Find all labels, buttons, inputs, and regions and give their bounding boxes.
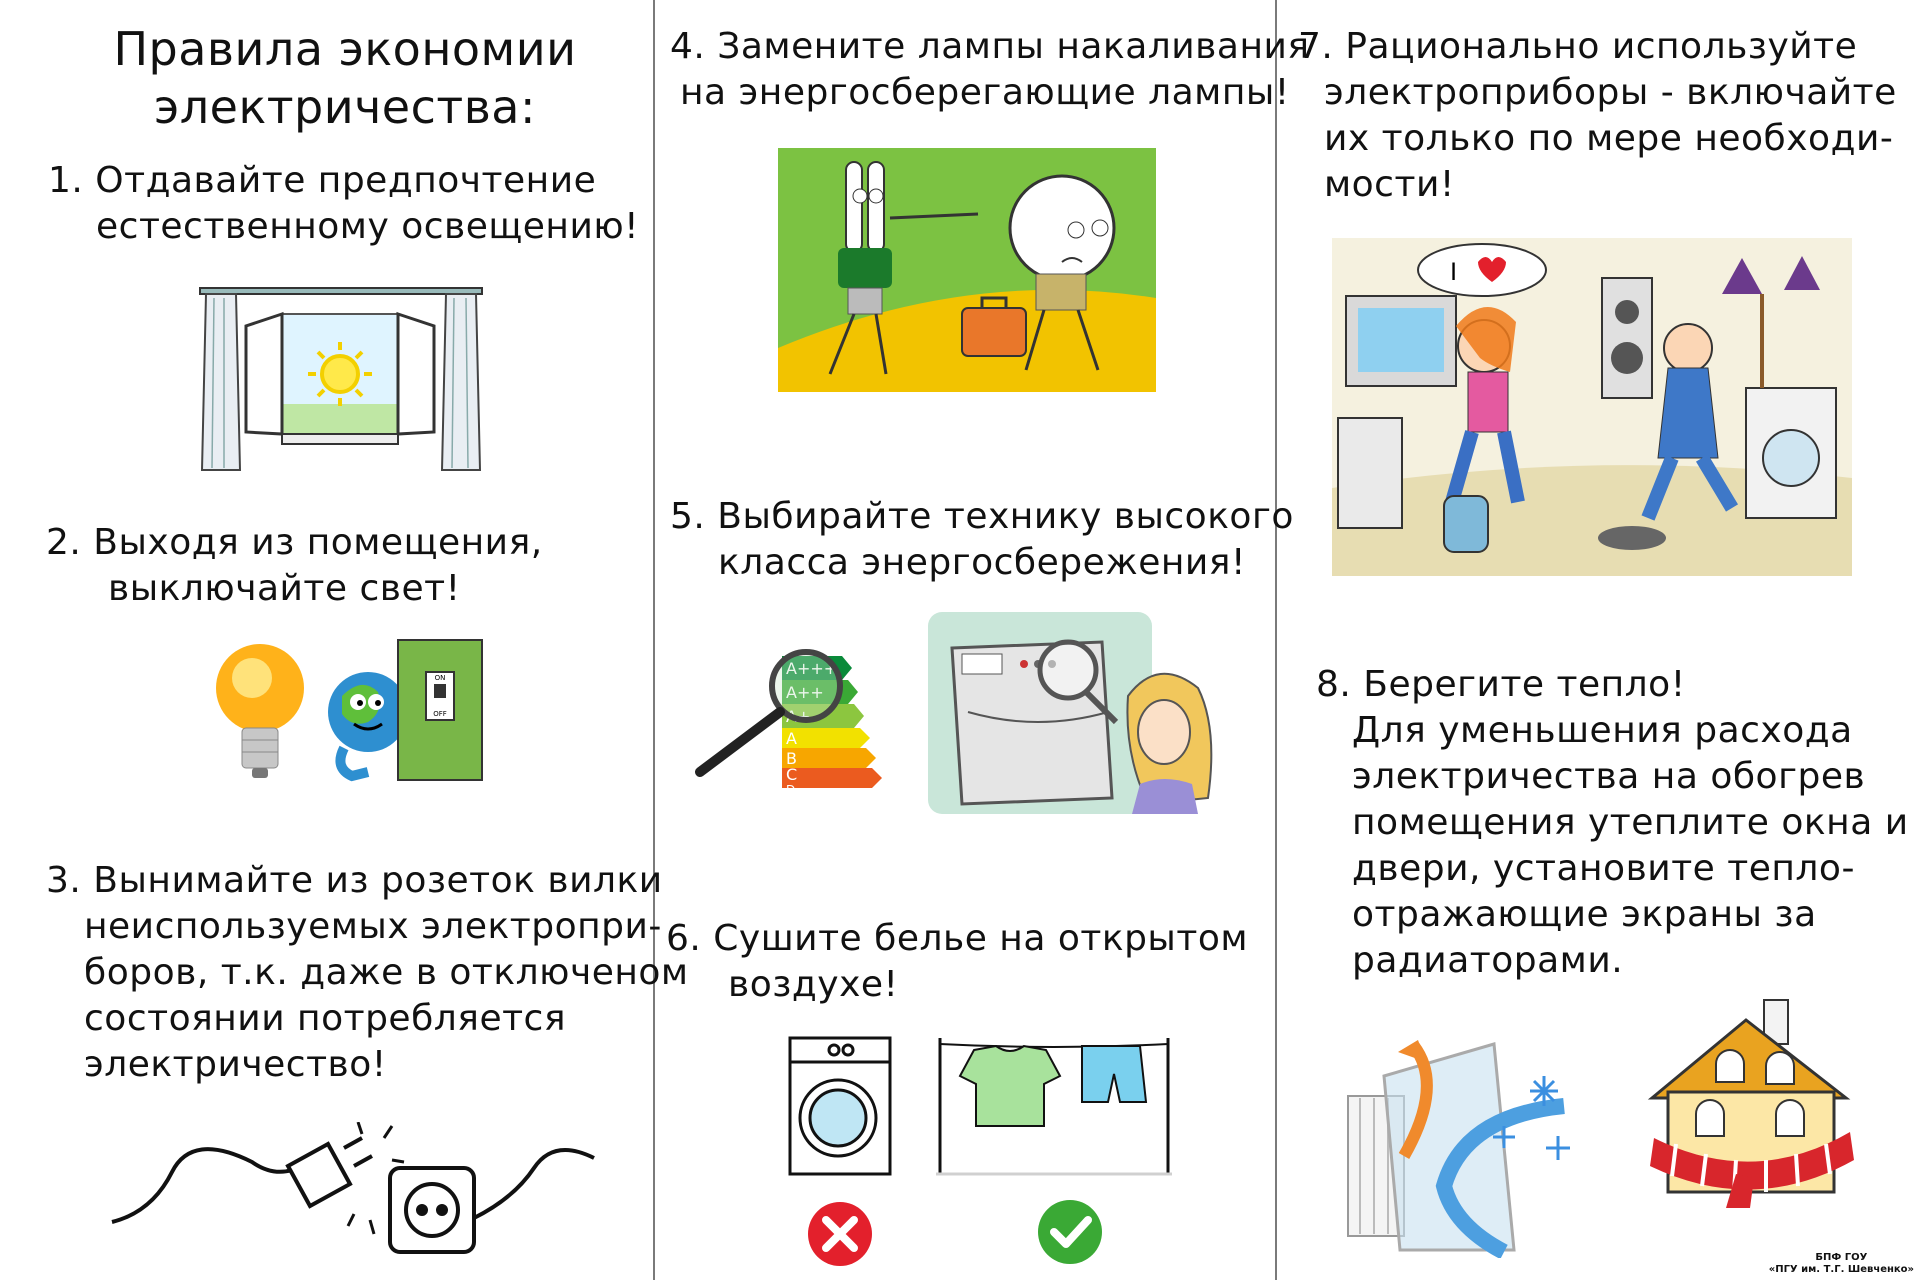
bulb-and-switch-illustration: ON OFF xyxy=(216,639,483,782)
energy-class-5: C xyxy=(786,765,797,784)
energy-class-0: A+++ xyxy=(786,659,837,678)
rule-2-line-1: 2. Выходя из помещения, xyxy=(46,522,543,563)
rule-8-line-4: помещения утеплите окна и xyxy=(1352,802,1909,843)
cross-icon xyxy=(808,1202,872,1266)
rule-8-text: 8. Берегите тепло! Для уменьшения расход… xyxy=(1316,662,1909,984)
rule-1-line-1: 1. Отдавайте предпочтение xyxy=(48,160,597,201)
wall-switch-icon: ON OFF xyxy=(397,639,483,781)
suitcase-icon xyxy=(961,296,1027,357)
rule-3-line-4: состоянии потребляется xyxy=(84,998,567,1039)
speaker-icon xyxy=(1601,277,1653,399)
rule-4-line-2: на энергосберегающие лампы! xyxy=(680,72,1290,113)
check-icon xyxy=(1038,1200,1102,1264)
globe-character-icon xyxy=(328,672,408,782)
rule-2-text: 2. Выходя из помещения, выключайте свет! xyxy=(46,520,543,612)
speech-bubble-icon: I xyxy=(1417,243,1547,297)
rule-8-line-6: отражающие экраны за xyxy=(1352,894,1817,935)
energy-class-4: B xyxy=(786,749,797,768)
cold-arrow-icon xyxy=(1435,1098,1565,1258)
magnifier-icon xyxy=(695,649,843,777)
rule-5-line-2: класса энергосбережения! xyxy=(718,542,1246,583)
rule-7-text: 7. Рационально используйте электроприбор… xyxy=(1298,24,1897,208)
lamps-illustration xyxy=(778,148,1156,392)
rule-3-line-2: неиспользуемых электропри- xyxy=(84,906,662,947)
rule-1-line-2: естественному освещению! xyxy=(96,206,640,247)
plug-socket-illustration xyxy=(111,1122,595,1254)
page-title: Правила экономии электричества: xyxy=(80,20,610,136)
rule-4-line-1: 4. Замените лампы накаливания xyxy=(670,26,1310,67)
rule-5-line-1: 5. Выбирайте технику высокого xyxy=(670,496,1294,537)
sun-icon xyxy=(308,342,372,406)
heater-icon xyxy=(1443,495,1489,553)
switch-on-label: ON xyxy=(435,674,446,682)
footer-line-1: БПФ ГОУ xyxy=(1815,1252,1868,1263)
rule-6-text: 6. Сушите белье на открытом воздухе! xyxy=(666,916,1248,1008)
rule-1-text: 1. Отдавайте предпочтение естественному … xyxy=(48,158,639,250)
rule-8-line-7: радиаторами. xyxy=(1352,940,1624,981)
rule-3-line-1: 3. Вынимайте из розеток вилки xyxy=(46,860,663,901)
woman-character-icon xyxy=(1445,306,1525,504)
rule-3-line-3: боров, т.к. даже в отключеном xyxy=(84,952,689,993)
light-bulb-icon xyxy=(216,644,304,778)
tv-icon xyxy=(1345,295,1457,387)
wall-socket-icon xyxy=(388,1166,476,1254)
energy-class-label-illustration: A+++ A++ A+ A B C D xyxy=(695,649,882,796)
column-divider-2 xyxy=(1275,0,1277,1280)
girl-character-icon xyxy=(1126,672,1213,814)
column-divider-1 xyxy=(653,0,655,1280)
plug-icon xyxy=(285,1136,373,1209)
t-shirt-icon xyxy=(958,1044,1062,1127)
footer-line-2: «ПГУ им. Т.Г. Шевченко» xyxy=(1768,1264,1914,1275)
drying-comparison-illustration xyxy=(788,1036,1172,1266)
rule-6-line-1: 6. Сушите белье на открытом xyxy=(666,918,1249,959)
footer-credit: БПФ ГОУ «ПГУ им. Т.Г. Шевченко» xyxy=(1769,1252,1914,1276)
rule-7-line-4: мости! xyxy=(1324,164,1455,205)
rule-3-text: 3. Вынимайте из розеток вилки неиспользу… xyxy=(46,858,689,1088)
shorts-icon xyxy=(1081,1045,1148,1103)
lamp-icon xyxy=(1722,256,1820,388)
rule-8-line-3: электричества на обогрев xyxy=(1352,756,1866,797)
incandescent-lamp-icon xyxy=(1008,174,1116,371)
energy-saving-lamp-icon xyxy=(828,161,979,375)
rule-7-line-3: их только по мере необходи- xyxy=(1324,118,1894,159)
house-scarf-illustration xyxy=(1647,999,1854,1208)
robot-vacuum-icon xyxy=(1598,526,1666,550)
rule-4-text: 4. Замените лампы накаливания на энергос… xyxy=(670,24,1310,116)
title-line-1: Правила экономии xyxy=(113,22,577,76)
window-frame-icon xyxy=(1382,1042,1516,1252)
energy-class-3: A xyxy=(786,729,797,748)
energy-class-1: A++ xyxy=(786,683,824,702)
rule-8-line-2: Для уменьшения расхода xyxy=(1352,710,1853,751)
energy-class-6: D xyxy=(786,783,795,796)
title-line-2: электричества: xyxy=(154,80,536,134)
window-insulation-illustration xyxy=(1347,1040,1570,1258)
rule-3-line-5: электричество! xyxy=(84,1044,387,1085)
scarf-icon xyxy=(1650,1132,1854,1208)
speech-bubble-letter: I xyxy=(1450,258,1457,286)
snowflake-icon xyxy=(1493,1076,1570,1160)
switch-off-label: OFF xyxy=(433,710,447,718)
rule-7-line-1: 7. Рационально используйте xyxy=(1298,26,1858,67)
window-sun-illustration xyxy=(199,287,483,471)
appliance-inspection-illustration xyxy=(928,612,1213,814)
man-character-icon xyxy=(1641,323,1739,521)
appliances-chaos-illustration: I xyxy=(1332,238,1852,576)
fridge-icon xyxy=(1337,417,1403,529)
rule-5-text: 5. Выбирайте технику высокого класса эне… xyxy=(670,494,1294,586)
tumble-dryer-icon xyxy=(788,1036,892,1176)
rule-8-line-5: двери, установите тепло- xyxy=(1352,848,1855,889)
rule-8-line-1: 8. Берегите тепло! xyxy=(1316,664,1686,705)
rule-2-line-2: выключайте свет! xyxy=(108,568,461,609)
rule-6-line-2: воздухе! xyxy=(728,964,899,1005)
magnifier-icon xyxy=(1037,639,1119,725)
washing-machine-icon xyxy=(1745,387,1837,519)
rule-7-line-2: электроприборы - включайте xyxy=(1324,72,1897,113)
